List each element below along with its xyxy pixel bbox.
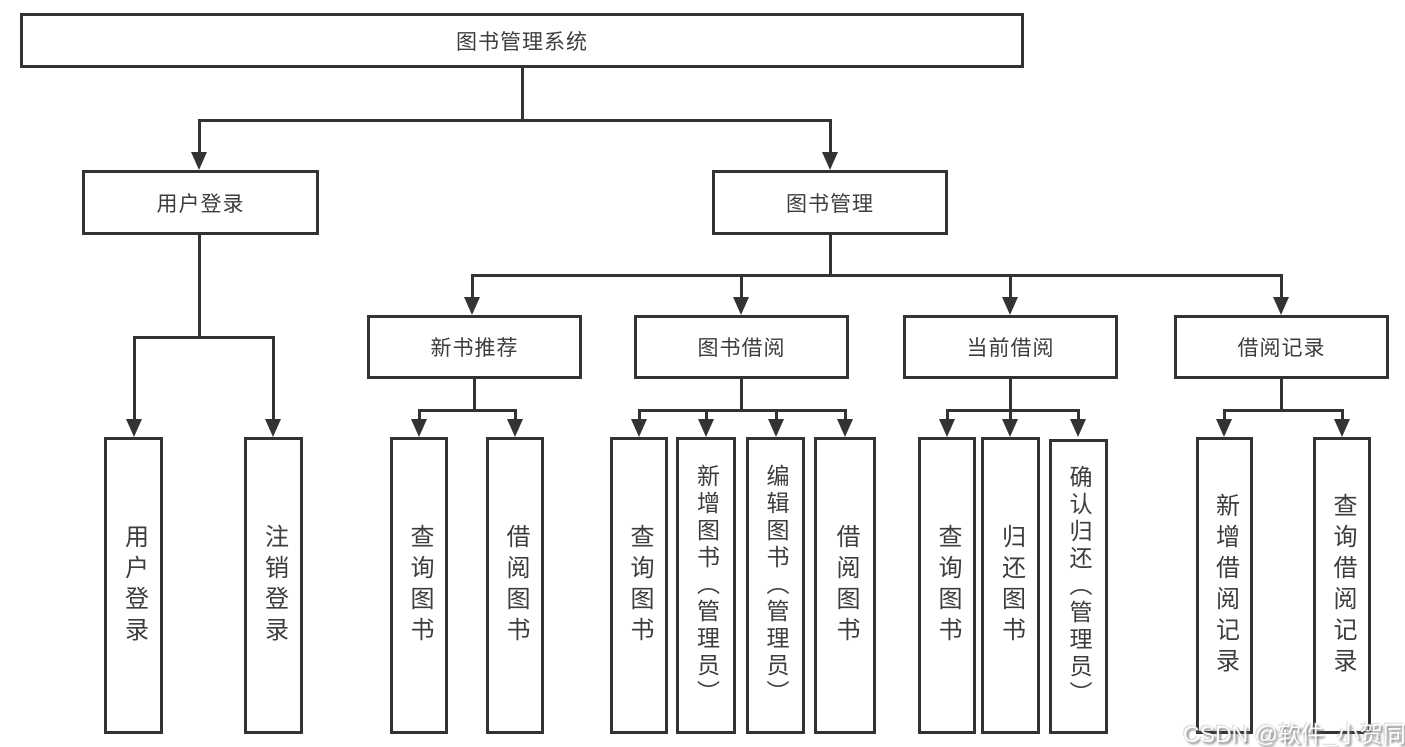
leaf-bb-borrow-books-label: 借阅图书 [832, 523, 859, 648]
leaf-bb-add-books-label: 新增图书（管理员） [693, 464, 720, 707]
connector-br-c1 [1223, 409, 1226, 423]
connector-bookmgmt-stem [829, 235, 832, 277]
connector-to-leaf-login [133, 336, 136, 422]
connector-bookmgmt-bar [471, 274, 1283, 277]
leaf-cb-query-books: 查询图书 [918, 437, 976, 734]
node-new-book-recommend-label: 新书推荐 [430, 337, 519, 360]
arrow-records [1273, 297, 1289, 315]
connector-br-c2 [1341, 409, 1344, 423]
leaf-br-query-record-label: 查询借阅记录 [1329, 492, 1356, 679]
leaf-bb-query-books: 查询图书 [610, 437, 668, 734]
node-book-management: 图书管理 [712, 170, 948, 235]
leaf-bb-edit-books: 编辑图书（管理员） [746, 437, 805, 734]
arrow-book-management [822, 152, 838, 170]
arrow-bb-add [698, 419, 714, 437]
connector-bb-c2 [705, 409, 708, 423]
leaf-rec-borrow-books: 借阅图书 [486, 437, 544, 734]
arrow-rec-borrow [507, 419, 523, 437]
leaf-cb-return-books: 归还图书 [981, 437, 1040, 734]
arrow-rec-query [411, 419, 427, 437]
node-root-label: 图书管理系统 [456, 30, 588, 54]
connector-to-book-management [829, 119, 832, 155]
connector-to-recommend [471, 274, 474, 300]
arrow-user-login [191, 152, 207, 170]
leaf-br-add-record: 新增借阅记录 [1196, 437, 1253, 734]
arrow-bb-query [631, 419, 647, 437]
leaf-rec-query-books-label: 查询图书 [406, 523, 433, 648]
leaf-rec-borrow-books-label: 借阅图书 [502, 523, 529, 648]
csdn-watermark: CSDN @软件_小贺同学 [1183, 721, 1405, 747]
connector-bb-c3 [775, 409, 778, 423]
connector-userlogin-stem [198, 235, 201, 339]
leaf-logout-label: 注销登录 [260, 523, 288, 648]
connector-to-current [1009, 274, 1012, 300]
leaf-bb-query-books-label: 查询图书 [626, 523, 653, 648]
arrow-recommend [464, 297, 480, 315]
arrow-cb-confirm [1070, 419, 1086, 437]
leaf-br-query-record: 查询借阅记录 [1313, 437, 1371, 734]
node-current-borrowing-label: 当前借阅 [966, 337, 1055, 360]
node-book-borrowing-label: 图书借阅 [697, 337, 786, 360]
connector-br-bar [1223, 409, 1344, 412]
connector-bb-stem [740, 379, 743, 412]
connector-to-user-login [198, 119, 201, 155]
leaf-bb-edit-books-label: 编辑图书（管理员） [763, 464, 789, 707]
node-user-login-label: 用户登录 [156, 192, 245, 216]
connector-root-bar [198, 119, 832, 122]
leaf-user-login: 用户登录 [104, 437, 163, 734]
connector-bb-bar [638, 409, 847, 412]
connector-rec-bar [418, 409, 517, 412]
arrow-current [1002, 297, 1018, 315]
connector-bb-c4 [844, 409, 847, 423]
connector-to-borrowing [740, 274, 743, 300]
leaf-cb-confirm-return: 确认归还（管理员） [1049, 439, 1108, 734]
node-borrowing-records-label: 借阅记录 [1237, 337, 1326, 360]
connector-userlogin-bar [133, 336, 275, 339]
arrow-cb-query [939, 419, 955, 437]
leaf-cb-query-books-label: 查询图书 [934, 523, 961, 648]
connector-cb-c1 [946, 409, 949, 423]
node-book-management-label: 图书管理 [786, 192, 874, 216]
connector-to-leaf-logout [272, 336, 275, 422]
leaf-bb-add-books: 新增图书（管理员） [676, 437, 736, 734]
leaf-user-login-label: 用户登录 [120, 523, 148, 648]
connector-cb-c2 [1009, 409, 1012, 423]
connector-root-stem [521, 66, 524, 121]
connector-rec-stem [473, 379, 476, 412]
arrow-borrowing [733, 297, 749, 315]
node-root: 图书管理系统 [20, 13, 1024, 68]
node-book-borrowing: 图书借阅 [634, 315, 849, 379]
arrow-cb-return [1002, 419, 1018, 437]
connector-cb-bar [946, 409, 1080, 412]
arrow-leaf-logout [265, 419, 281, 437]
arrow-bb-borrow [837, 419, 853, 437]
connector-cb-c3 [1077, 409, 1080, 423]
node-borrowing-records: 借阅记录 [1174, 315, 1389, 379]
connector-to-records [1280, 274, 1283, 300]
connector-bb-c1 [638, 409, 641, 423]
connector-cb-stem [1009, 379, 1012, 412]
arrow-br-query [1334, 419, 1350, 437]
leaf-cb-return-books-label: 归还图书 [997, 523, 1025, 648]
arrow-br-add [1216, 419, 1232, 437]
node-new-book-recommend: 新书推荐 [367, 315, 582, 379]
leaf-cb-confirm-return-label: 确认归还（管理员） [1066, 465, 1092, 708]
connector-rec-c2 [514, 409, 517, 423]
connector-br-stem [1280, 379, 1283, 412]
leaf-br-add-record-label: 新增借阅记录 [1211, 492, 1239, 679]
connector-rec-c1 [418, 409, 421, 423]
node-current-borrowing: 当前借阅 [903, 315, 1118, 379]
leaf-rec-query-books: 查询图书 [390, 437, 448, 734]
leaf-bb-borrow-books: 借阅图书 [814, 437, 876, 734]
arrow-bb-edit [768, 419, 784, 437]
leaf-logout: 注销登录 [244, 437, 303, 734]
node-user-login: 用户登录 [82, 170, 319, 235]
arrow-leaf-login [126, 419, 142, 437]
